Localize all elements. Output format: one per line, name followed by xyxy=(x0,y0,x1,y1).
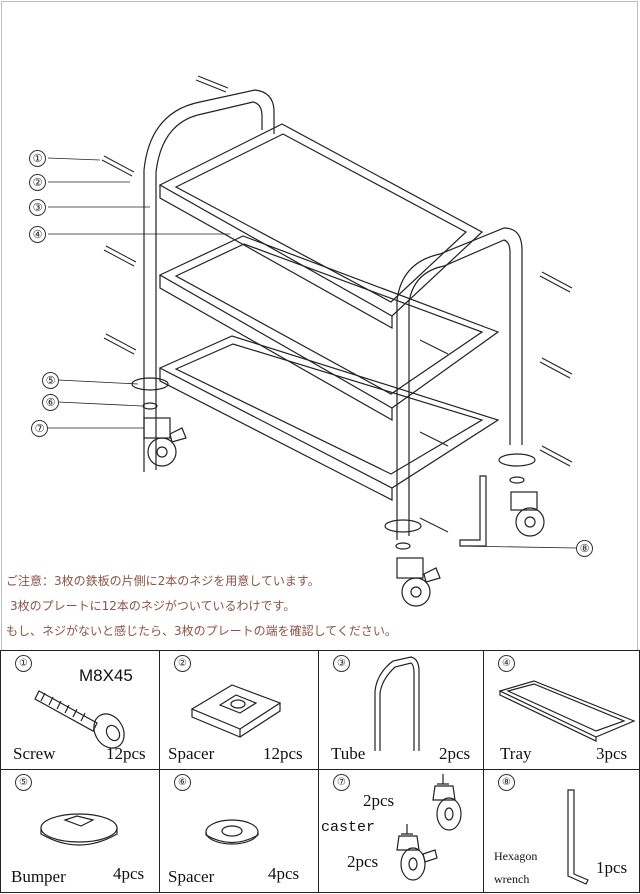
part-number: ③ xyxy=(333,655,350,672)
callout-1: ① xyxy=(29,150,46,167)
part-qty-bottom: 2pcs xyxy=(347,852,379,871)
screw-icon xyxy=(34,690,125,749)
part-bumper: ⑤ Bumper 4pcs xyxy=(0,769,160,893)
part-qty-top: 2pcs xyxy=(363,791,395,810)
parts-list: ① M8X45 Screw 12pcs ② Spacer 12pcs ③ xyxy=(0,650,640,893)
part-name-line-2: wrench xyxy=(494,872,530,886)
part-spacer-square: ② Spacer 12pcs xyxy=(159,650,319,770)
tray-icon xyxy=(498,680,636,742)
part-tray: ④ Tray 3pcs xyxy=(483,650,640,770)
tray-middle xyxy=(158,235,500,422)
part-name: Spacer xyxy=(168,744,215,763)
right-tube xyxy=(396,227,523,540)
part-name: Tray xyxy=(500,744,532,763)
callout-2: ② xyxy=(29,174,46,191)
part-number: ④ xyxy=(498,655,515,672)
part-name: Bumper xyxy=(11,867,66,886)
washer-icon xyxy=(205,819,259,845)
part-spec: M8X45 xyxy=(79,666,133,685)
screws xyxy=(101,75,573,533)
callout-7: ⑦ xyxy=(31,420,48,437)
part-qty: 2pcs xyxy=(439,744,471,763)
tray-top xyxy=(158,123,484,330)
part-number: ⑥ xyxy=(174,774,191,791)
callout-8: ⑧ xyxy=(576,540,593,557)
part-number: ⑦ xyxy=(333,774,350,791)
part-name-line-1: Hexagon xyxy=(494,849,538,863)
notice-line-3: もし、ネジがないと感じたら、3枚のプレートの端を確認してください。 xyxy=(6,624,397,638)
part-qty: 3pcs xyxy=(596,744,628,763)
left-caster xyxy=(131,377,187,467)
part-qty: 4pcs xyxy=(113,864,145,883)
part-qty: 1pcs xyxy=(596,858,628,877)
part-name: Screw xyxy=(13,744,56,763)
callout-3: ③ xyxy=(29,199,46,216)
part-qty: 12pcs xyxy=(263,744,303,763)
part-hex-wrench: ⑧ Hexagon wrench 1pcs xyxy=(483,769,640,893)
part-number: ⑤ xyxy=(15,774,32,791)
bumper-icon xyxy=(40,813,118,846)
part-caster: ⑦ 2pcs caster 2pcs xyxy=(318,769,484,893)
left-tube xyxy=(143,89,275,472)
part-qty: 12pcs xyxy=(106,744,146,763)
part-name: Tube xyxy=(331,744,366,763)
part-qty: 4pcs xyxy=(268,864,300,883)
notice-line-1: ご注意：3枚の鉄板の片側に2本のネジを用意しています。 xyxy=(6,574,320,588)
part-number: ① xyxy=(15,655,32,672)
hex-wrench xyxy=(459,475,487,547)
callout-6: ⑥ xyxy=(42,394,59,411)
part-name: Spacer xyxy=(168,867,215,886)
leader-lines xyxy=(47,157,577,549)
part-number: ⑧ xyxy=(498,774,515,791)
trolley-drawing xyxy=(47,75,577,607)
assembly-diagram: ① ② ③ ④ ⑤ ⑥ ⑦ ⑧ xyxy=(29,75,593,607)
callout-4: ④ xyxy=(29,226,46,243)
part-number: ② xyxy=(174,655,191,672)
tube-icon xyxy=(374,656,420,751)
callout-5: ⑤ xyxy=(42,372,59,389)
square-spacer-icon xyxy=(190,684,282,738)
notice-line-2: 3枚のプレートに12本のネジがついているわけです。 xyxy=(10,599,296,613)
caster-icon xyxy=(396,774,462,881)
hex-wrench-icon xyxy=(567,789,589,885)
part-tube: ③ Tube 2pcs xyxy=(318,650,484,770)
tray-bottom xyxy=(158,335,500,501)
right-rear-caster xyxy=(498,453,545,537)
right-front-caster xyxy=(384,519,441,607)
part-name: caster xyxy=(321,819,376,836)
part-screw: ① M8X45 Screw 12pcs xyxy=(0,650,160,770)
notice-text: ご注意：3枚の鉄板の片側に2本のネジを用意しています。 3枚のプレートに12本の… xyxy=(6,572,636,647)
part-spacer-round: ⑥ Spacer 4pcs xyxy=(159,769,319,893)
